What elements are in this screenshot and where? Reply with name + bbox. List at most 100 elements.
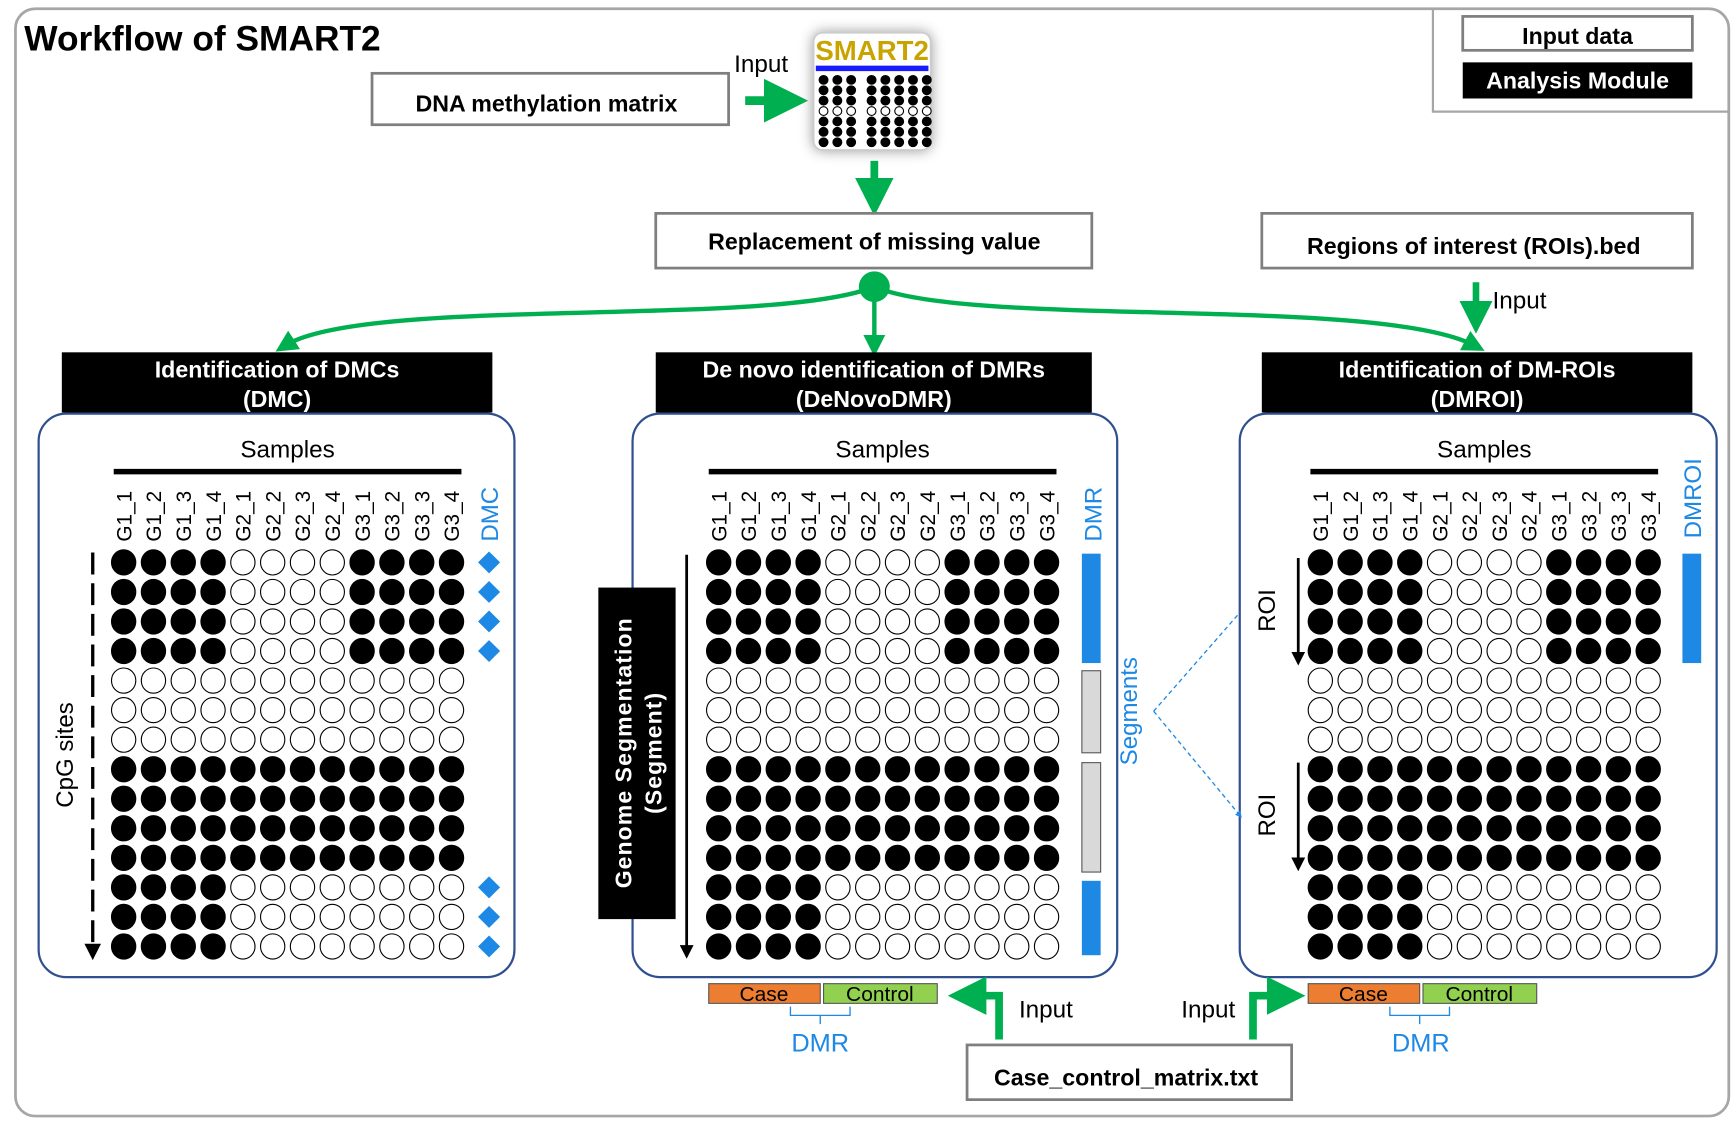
unmethylated-site [1426,549,1453,576]
methylated-site [944,756,970,783]
unmethylated-site [974,874,1000,901]
methylated-site [110,844,137,871]
unmethylated-site [259,933,286,960]
methylated-site [200,844,226,871]
methylated-site [1546,637,1572,665]
methylated-site [974,549,1000,576]
unmethylated-site [1456,549,1483,576]
methylated-site [1004,785,1030,812]
unmethylated-site [795,667,821,694]
dmc-diamond-icon [478,610,501,633]
logo-dot [866,85,877,96]
unmethylated-site [795,696,821,724]
methylated-site [379,549,405,576]
case-label: Case [739,983,788,1006]
control-label: Control [1446,983,1514,1006]
unmethylated-site [1367,667,1393,694]
unmethylated-site [259,726,286,753]
unmethylated-site [230,726,256,753]
unmethylated-site [1516,874,1542,901]
dmr-bracket [789,1006,851,1025]
methylated-site [1635,785,1661,812]
sample-column-label: G3_3 [411,491,434,542]
diagram-title: Workflow of SMART2 [24,19,380,58]
unmethylated-site [914,874,941,901]
logo-dot [818,116,829,127]
methylated-site [795,549,821,576]
unmethylated-site [1575,667,1602,694]
logo-dot [880,137,891,148]
unmethylated-site [705,726,732,753]
unmethylated-site [884,696,911,724]
methylated-site [1575,578,1602,606]
logo-dot [866,106,877,116]
branch-node [858,271,890,302]
logo-dot [832,137,843,148]
logo-dot [908,116,918,127]
dmr-bracket [1389,1006,1451,1025]
methylated-site [1004,608,1030,635]
methylated-site [1397,578,1423,606]
methylated-site [1367,756,1393,783]
methylated-site [1486,815,1512,842]
sample-column-label: G1_2 [143,491,166,542]
methylated-site [1033,637,1060,665]
unmethylated-site [379,933,405,960]
methylated-site [289,844,316,871]
unmethylated-site [1516,903,1542,931]
methylated-site [170,844,196,871]
dmc-diamond-icon [478,581,501,603]
methylated-site [795,815,821,842]
methylated-site [1337,637,1363,665]
methylated-site [735,874,762,901]
methylated-site [1307,933,1334,960]
methylated-site [765,874,791,901]
methylated-site [140,844,167,871]
methylated-site [1635,756,1661,783]
methylated-site [409,815,435,842]
unmethylated-site [855,933,881,960]
unmethylated-site [349,726,375,753]
sample-column-label: G1_4 [203,491,226,542]
methylated-site [795,608,821,635]
unmethylated-site [1575,874,1602,901]
methylated-site [765,578,791,606]
methylated-site [438,844,465,871]
methylated-site [795,785,821,812]
unmethylated-site [1516,726,1542,753]
unmethylated-site [825,637,851,665]
methylated-site [1605,549,1632,576]
methylated-site [795,874,821,901]
methylated-site [110,637,137,665]
methylated-site [140,933,167,960]
unmethylated-site [735,667,762,694]
methylated-site [110,756,137,783]
methylated-site [1605,608,1632,635]
sample-column-label: G2_4 [1519,491,1542,542]
logo-dot [921,116,932,127]
unmethylated-site [1486,696,1512,724]
logo-dot [880,95,891,106]
methylated-site [1397,608,1423,635]
methylated-site [1337,903,1363,931]
methylated-site [1367,549,1393,576]
methylated-site [230,844,256,871]
unmethylated-site [1004,903,1030,931]
unmethylated-site [1486,637,1512,665]
sample-column-label: G3_1 [1548,491,1571,542]
unmethylated-site [974,667,1000,694]
unmethylated-site [1307,667,1334,694]
unmethylated-site [409,874,435,901]
logo-dot [894,85,905,96]
unmethylated-site [855,637,881,665]
methylated-site [974,578,1000,606]
methylated-site [884,815,911,842]
sample-column-label: G3_2 [1578,491,1601,542]
methylated-site [1337,815,1363,842]
unmethylated-site [140,696,167,724]
methylated-site [705,933,732,960]
unmethylated-site [289,608,316,635]
methylated-site [1033,844,1060,871]
unmethylated-site [1426,667,1453,694]
methylated-site [170,785,196,812]
